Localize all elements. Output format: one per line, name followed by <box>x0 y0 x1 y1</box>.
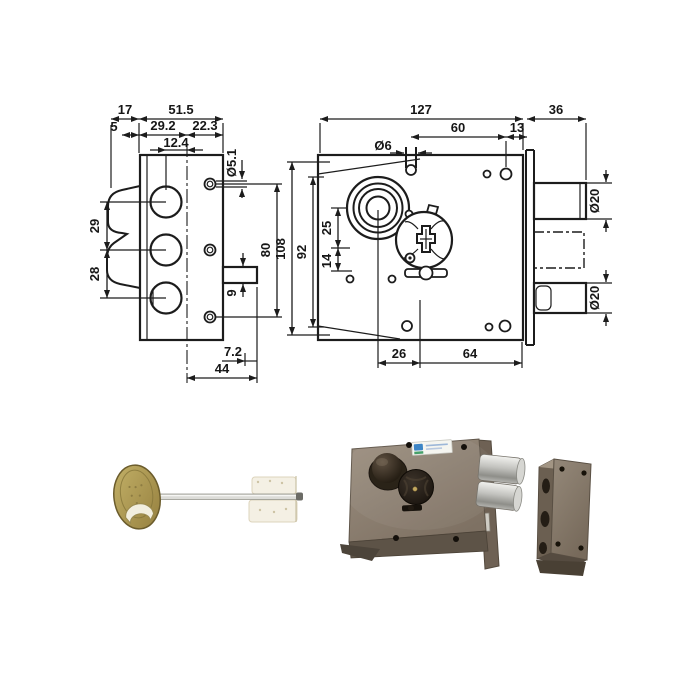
deadbolt-front <box>532 181 588 221</box>
strike-screws <box>555 466 587 551</box>
dim-front-pin-to-hole: 60 <box>451 120 465 135</box>
key-head <box>113 464 161 530</box>
brand-logo-icon <box>413 443 424 451</box>
pin <box>405 147 417 176</box>
hole <box>499 167 513 181</box>
toggle-photo <box>401 504 423 512</box>
dim-front-knob-to-cyl: 25 <box>319 221 334 235</box>
dim-side-knob-spacing-bottom: 28 <box>87 267 102 281</box>
side-view-dimension-lines <box>100 115 282 383</box>
lock-photo <box>340 430 526 570</box>
cam-profile <box>106 185 141 289</box>
dim-front-bolt-throw: 36 <box>549 102 563 117</box>
dim-front-body-height: 108 <box>273 238 288 260</box>
deadbolt-photo-2 <box>475 481 523 512</box>
dim-side-knob-spacing-top: 29 <box>87 219 102 233</box>
faceplate <box>525 149 535 346</box>
dim-side-width-left: 17 <box>118 102 132 117</box>
dim-front-bolt-dia: Ø20 <box>587 189 602 214</box>
dim-front-pin-dia: Ø6 <box>374 138 391 153</box>
deadbolt-photo-1 <box>477 453 526 485</box>
product-photo <box>113 430 592 576</box>
dim-side-cam-thickness: 5 <box>110 119 117 134</box>
dim-side-screw-hole-dia: Ø5.1 <box>224 149 239 177</box>
key-photo <box>113 464 303 530</box>
strike-bottom-lip <box>536 560 586 576</box>
dim-side-left-to-center: 29.2 <box>150 118 175 133</box>
strike-plate-photo <box>536 458 592 576</box>
hole <box>482 169 492 179</box>
dim-side-screw-spacing: 80 <box>258 243 273 257</box>
front-view: 127 36 60 13 Ø6 108 92 25 14 26 64 Ø20 Ø… <box>273 102 612 368</box>
dim-side-center-to-right: 22.3 <box>192 118 217 133</box>
dim-front-cyl-to-edge: 64 <box>463 346 478 361</box>
cylinder-pin <box>412 486 418 492</box>
toggle-switch <box>404 265 448 281</box>
key-shaft <box>153 493 303 500</box>
lock-screws <box>393 442 467 542</box>
dim-side-depth-total: 44 <box>215 361 230 376</box>
technical-drawing: 17 51.5 5 29.2 22.3 12.4 Ø5.1 29 28 80 9… <box>87 102 612 383</box>
dim-side-bolt-thickness: 9 <box>224 289 239 296</box>
cylinder-photo <box>398 469 434 505</box>
brand-label <box>411 439 453 456</box>
lock-bottom-flange <box>340 544 380 561</box>
dim-side-hole-offset: 12.4 <box>163 135 189 150</box>
hole <box>401 320 413 332</box>
dim-front-cyl-to-toggle: 14 <box>319 253 334 268</box>
dim-front-body-width: 127 <box>410 102 432 117</box>
front-view-dimension-lines <box>287 115 612 368</box>
dim-front-hole-to-edge: 13 <box>510 120 524 135</box>
dim-front-latch-dia: Ø20 <box>587 286 602 311</box>
latch-detail <box>535 285 552 311</box>
deadbolt-extended <box>533 231 585 269</box>
knob-photo <box>368 453 408 491</box>
hole <box>498 319 512 333</box>
bolt-side-tab <box>221 265 259 285</box>
latch-front <box>532 281 588 315</box>
dim-front-knob-offset: 26 <box>392 346 406 361</box>
cylinder-front <box>394 203 454 270</box>
hole <box>345 274 355 284</box>
dim-front-inner-height: 92 <box>294 245 309 259</box>
dim-side-faceplate-offset: 7.2 <box>224 344 242 359</box>
hole <box>484 322 494 332</box>
side-view: 17 51.5 5 29.2 22.3 12.4 Ø5.1 29 28 80 9… <box>87 102 282 383</box>
screw-holes <box>203 177 217 324</box>
dim-side-width-total: 51.5 <box>168 102 193 117</box>
hole <box>387 274 397 284</box>
key-tip <box>296 492 303 501</box>
